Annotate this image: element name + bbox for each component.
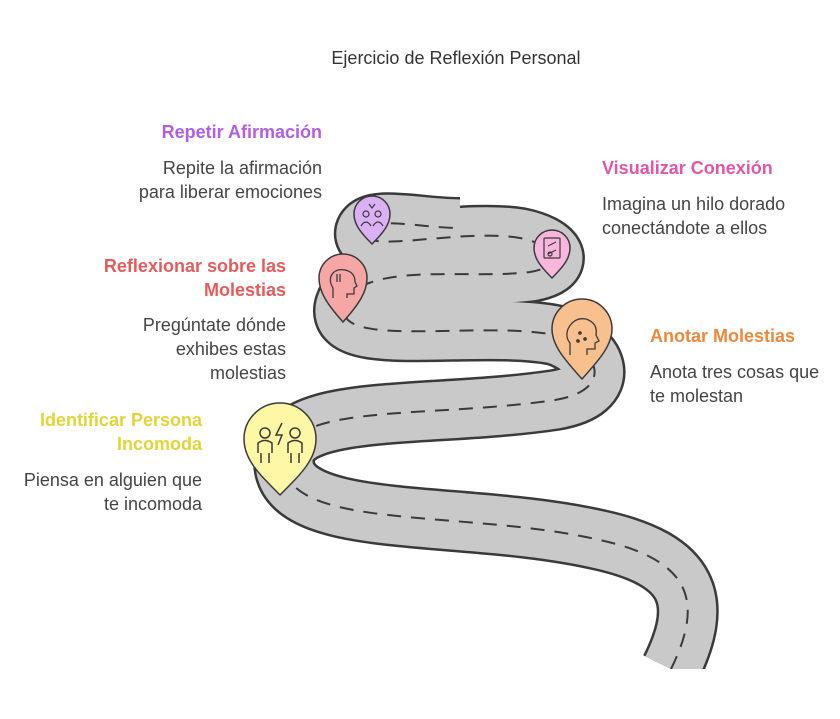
step-desc-reflexionar: Pregúntate dónde exhibes estas molestias	[142, 315, 286, 383]
annoyed-face-icon	[566, 318, 600, 355]
marker-anotar	[551, 298, 613, 381]
two-people-conflict-icon	[257, 422, 303, 463]
step-title-reflexionar: Reflexionar sobre las Molestias	[103, 256, 286, 300]
marker-identificar	[243, 402, 317, 497]
marker-visualizar	[533, 229, 571, 280]
step-title-identificar: Identificar Persona Incomoda	[39, 410, 202, 454]
marker-reflexionar	[318, 253, 368, 324]
step-title-visualizar: Visualizar Conexión	[602, 158, 773, 178]
road-center-line	[282, 222, 689, 670]
step-desc-visualizar: Imagina un hilo dorado conectándote a el…	[602, 194, 786, 238]
connection-card-icon	[543, 237, 561, 259]
people-affirmation-icon	[360, 203, 384, 227]
marker-repetir	[353, 195, 391, 246]
diagram-title: Ejercicio de Reflexión Personal	[331, 48, 581, 68]
step-title-repetir: Repetir Afirmación	[161, 122, 322, 142]
head-thinking-icon	[329, 268, 358, 298]
step-desc-repetir: Repite la afirmación para liberar emocio…	[138, 158, 322, 202]
step-desc-identificar: Piensa en alguien que te incomoda	[23, 470, 202, 514]
step-desc-anotar: Anota tres cosas que te molestan	[650, 362, 820, 406]
step-title-anotar: Anotar Molestias	[650, 326, 796, 346]
